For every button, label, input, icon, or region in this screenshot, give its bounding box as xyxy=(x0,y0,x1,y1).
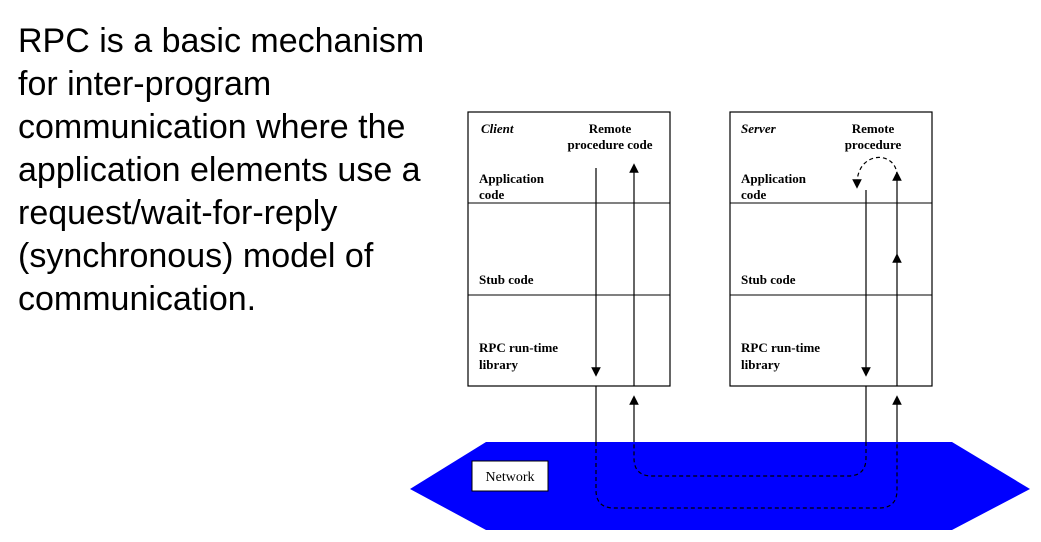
network-label: Network xyxy=(486,470,535,485)
server-stub-label: Stub code xyxy=(741,272,796,287)
server-box: Server Remote procedure Application code… xyxy=(729,111,933,387)
client-rpc-label: library xyxy=(479,357,518,372)
intro-line: application elements use a xyxy=(18,151,421,189)
client-box: Client Remote procedure code Application… xyxy=(467,111,671,387)
client-application-label: Application xyxy=(479,171,545,186)
client-remote-label: procedure code xyxy=(567,137,652,152)
server-rpc-label: RPC run-time xyxy=(741,340,820,355)
client-stub-label: Stub code xyxy=(479,272,534,287)
server-application-label: code xyxy=(741,187,767,202)
server-application-label: Application xyxy=(741,171,807,186)
network-label-box xyxy=(471,460,549,492)
client-application-label: code xyxy=(479,187,505,202)
server-remote-label: procedure xyxy=(845,137,902,152)
intro-line: communication where the xyxy=(18,108,406,146)
client-title: Client xyxy=(481,121,514,136)
intro-line: request/wait-for-reply xyxy=(18,194,338,232)
intro-line: RPC is a basic mechanism xyxy=(18,22,425,60)
server-rpc-label: library xyxy=(741,357,780,372)
client-remote-label: Remote xyxy=(589,121,632,136)
client-rpc-label: RPC run-time xyxy=(479,340,558,355)
intro-line: for inter-program xyxy=(18,65,272,103)
intro-line: communication. xyxy=(18,280,257,318)
server-remote-label: Remote xyxy=(852,121,895,136)
server-title: Server xyxy=(741,121,777,136)
intro-text: RPC is a basic mechanism for inter-progr… xyxy=(18,20,458,321)
network-reply-path xyxy=(633,442,867,477)
intro-line: (synchronous) model of xyxy=(18,237,374,275)
remote-procedure-loop xyxy=(852,156,898,189)
